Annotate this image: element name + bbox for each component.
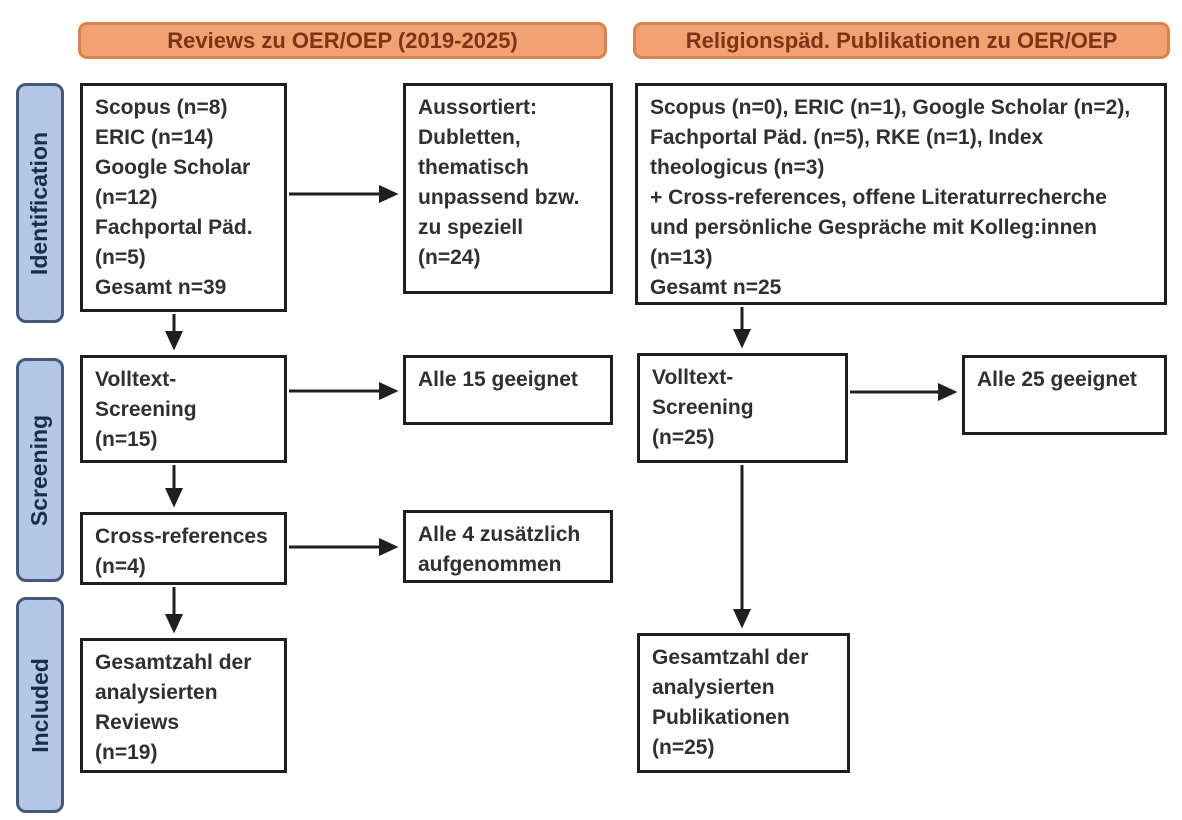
box-left-identification-sources: Scopus (n=8) ERIC (n=14) Google Scholar … [80, 83, 287, 312]
stage-label-included: Included [16, 597, 64, 813]
box-right-identification-sources: Scopus (n=0), ERIC (n=1), Google Scholar… [635, 83, 1167, 305]
stage-label-screening-text: Screening [26, 414, 53, 526]
box-left-included-total: Gesamtzahl der analysierten Reviews (n=1… [80, 638, 287, 773]
box-right-included-total: Gesamtzahl der analysierten Publikatione… [637, 633, 850, 773]
header-religionspaed-column: Religionspäd. Publikationen zu OER/OEP [633, 22, 1170, 59]
box-left-excluded: Aussortiert: Dubletten, thematisch unpas… [403, 83, 613, 294]
box-left-crossreferences-result: Alle 4 zusätzlich aufgenommen [403, 510, 613, 583]
box-right-screening-result: Alle 25 geeignet [962, 355, 1167, 435]
box-left-fulltext-screening: Volltext- Screening (n=15) [80, 355, 287, 463]
stage-label-screening: Screening [16, 358, 64, 582]
box-left-screening-result: Alle 15 geeignet [403, 355, 613, 425]
stage-label-identification-text: Identification [26, 131, 53, 275]
box-left-crossreferences: Cross-references (n=4) [80, 512, 287, 585]
stage-label-included-text: Included [26, 657, 53, 753]
box-right-fulltext-screening: Volltext- Screening (n=25) [637, 353, 848, 463]
header-reviews-column: Reviews zu OER/OEP (2019-2025) [78, 22, 607, 59]
stage-label-identification: Identification [16, 83, 64, 323]
